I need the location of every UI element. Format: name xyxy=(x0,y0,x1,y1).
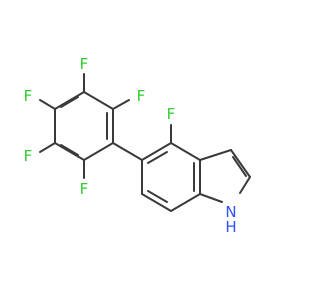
bond xyxy=(199,193,223,203)
bond xyxy=(170,142,201,161)
fluorine-atom-upper-left: F xyxy=(24,87,33,105)
bond xyxy=(239,176,251,194)
fluorine-atom-top: F xyxy=(80,55,89,73)
pentafluorophenyl-ring xyxy=(39,73,130,179)
molecule-structure-diagram: F F F F F F N H xyxy=(20,55,251,236)
fluorine-atom-indole: F xyxy=(167,105,176,123)
bond xyxy=(230,149,251,178)
bond xyxy=(54,142,85,161)
fluorine-atom-upper-right: F xyxy=(137,87,146,105)
double-bond-inner xyxy=(147,151,168,164)
bond xyxy=(54,91,85,110)
bond-c-f xyxy=(39,142,56,153)
bond xyxy=(199,149,232,161)
double-bond-inner xyxy=(147,190,168,203)
bond xyxy=(141,193,172,212)
biaryl-bond xyxy=(112,142,143,161)
nitrogen-atom: N xyxy=(225,203,236,221)
double-bond-inner xyxy=(232,156,247,177)
indole-benzene-ring xyxy=(141,124,201,212)
bond-c-f xyxy=(39,99,56,110)
atom-labels: F F F F F F N H xyxy=(20,55,240,236)
double-bond-inner xyxy=(60,144,79,156)
fluorine-atom-lower-right: F xyxy=(80,180,89,198)
bond xyxy=(141,142,172,161)
fluorine-atom-lower-left: F xyxy=(24,147,33,165)
indole-pyrrole-ring xyxy=(199,149,251,203)
bond xyxy=(83,142,114,161)
bond-c-f xyxy=(112,99,130,110)
double-bond-inner xyxy=(60,96,79,108)
bond xyxy=(170,193,201,212)
hydrogen-atom: H xyxy=(225,218,236,236)
bond xyxy=(83,91,114,110)
